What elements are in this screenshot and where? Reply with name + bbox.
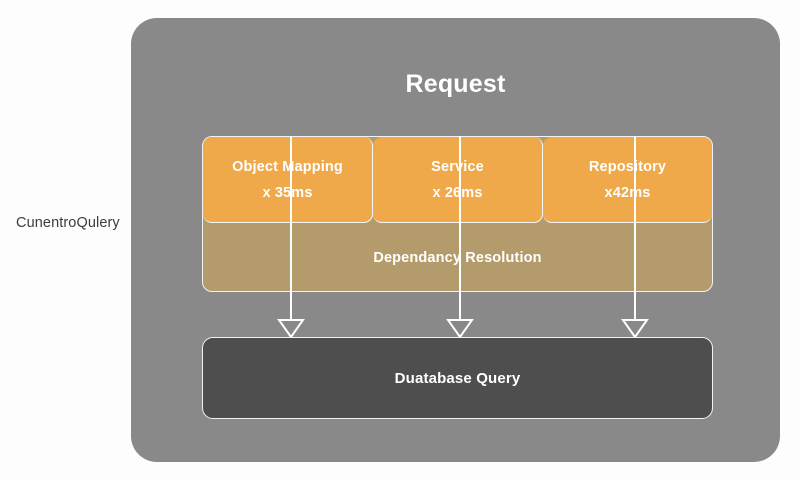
stage-label: Repository xyxy=(588,158,667,175)
stage-object-mapping[interactable]: Object Mapping x 35ms xyxy=(203,137,373,223)
dependency-resolution-band: Dependancy Resolution xyxy=(203,223,712,291)
stage-row: Object Mapping x 35ms Service x 26ms Rep… xyxy=(203,137,712,223)
database-query-label: Duatabase Query xyxy=(394,369,521,387)
stage-duration: x 26ms xyxy=(432,184,483,201)
page-title: Request xyxy=(405,70,506,98)
stage-duration: x 35ms xyxy=(262,184,313,201)
stage-group: Object Mapping x 35ms Service x 26ms Rep… xyxy=(202,136,713,292)
dependency-resolution-label: Dependancy Resolution xyxy=(373,250,542,266)
stage-label: Object Mapping xyxy=(232,158,343,175)
stage-service[interactable]: Service x 26ms xyxy=(373,137,543,223)
request-panel: Request Object Mapping x 35ms Service x … xyxy=(131,18,780,462)
side-caption: CunentroQulery xyxy=(16,215,120,231)
stage-duration: x42ms xyxy=(604,184,651,201)
stage-label: Service xyxy=(431,158,484,175)
stage-repository[interactable]: Repository x42ms xyxy=(543,137,712,223)
database-query-box[interactable]: Duatabase Query xyxy=(202,337,713,419)
